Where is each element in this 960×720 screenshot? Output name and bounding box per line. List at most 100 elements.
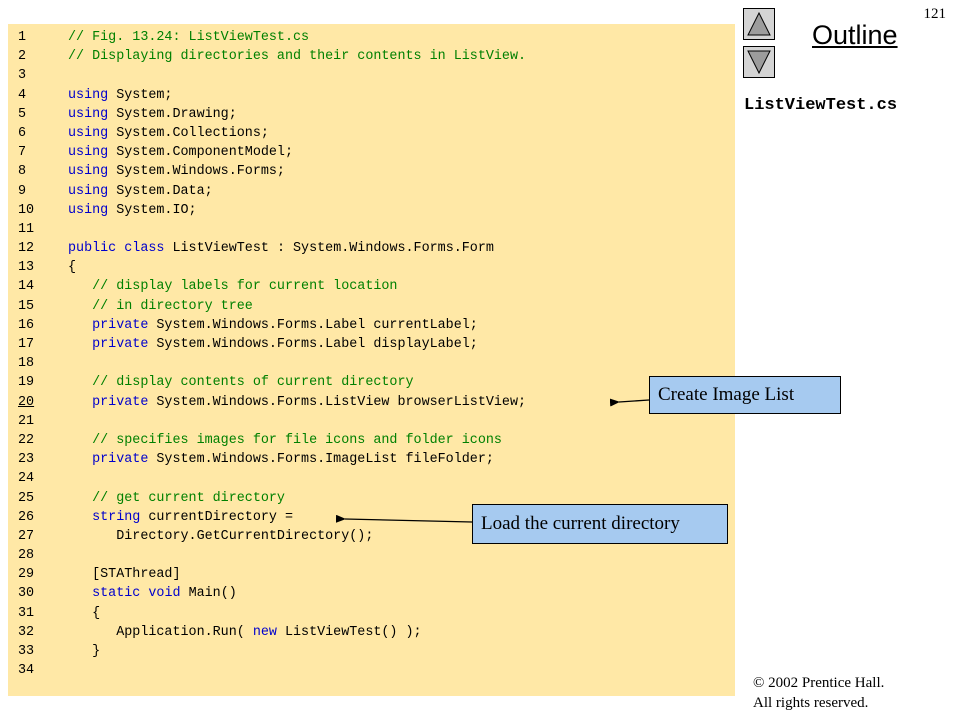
code-token: currentDirectory = [140,509,294,525]
line-number: 1 [18,30,27,45]
code-comment: // in directory tree [92,298,253,314]
code-text: { [48,258,76,277]
line-number: 33 [18,644,35,659]
line-number: 12 [18,241,35,257]
code-token [68,318,92,333]
line-number: 20 [18,394,35,410]
code-line: 2 // Displaying directories and their con… [8,47,526,66]
code-text: Application.Run( new ListViewTest() ); [48,623,421,642]
code-line: 23 private System.Windows.Forms.ImageLis… [8,450,526,469]
code-token [68,491,92,506]
page-number: 121 [923,6,947,22]
previous-slide-button[interactable] [743,8,775,40]
code-line: 15 // in directory tree [8,297,526,316]
code-text: private System.Windows.Forms.Label displ… [48,335,478,354]
code-line: 13{ [8,258,526,277]
code-text: using System; [48,86,172,105]
code-text: using System.Windows.Forms; [48,162,285,181]
code-keyword: private [92,317,149,333]
code-listing-panel: 1 // Fig. 13.24: ListViewTest.cs 2 // Displ… [8,24,735,696]
code-line: 6 using System.Collections; [8,124,526,143]
code-line: 32 Application.Run( new ListViewTest() )… [8,623,526,642]
code-keyword: using [68,164,109,180]
code-line: 30 static void Main() [8,584,526,603]
line-number: 2 [18,49,27,65]
code-text [48,412,68,431]
triangle-up-icon [747,11,771,36]
outline-title[interactable]: Outline [812,20,898,50]
code-text [48,469,68,488]
code-text: // Displaying directories and their cont… [48,47,526,66]
code-text: private System.Windows.Forms.ImageList f… [48,450,494,469]
code-token [68,337,92,352]
code-comment: // Displaying directories and their cont… [68,49,527,65]
code-token: System.Windows.Forms.ListView browserLis… [148,394,527,410]
code-token: System.ComponentModel; [108,145,294,161]
code-keyword: public [68,241,117,257]
line-number: 10 [18,202,35,218]
code-text [48,546,68,565]
code-text: private System.Windows.Forms.ListView br… [48,393,526,412]
line-number: 27 [18,528,35,544]
code-text: // Fig. 13.24: ListViewTest.cs [48,28,309,47]
code-token [68,510,92,525]
code-token [68,586,92,601]
code-keyword: private [92,394,149,410]
code-line: 17 private System.Windows.Forms.Label di… [8,335,526,354]
line-number: 8 [18,164,27,180]
line-number: 16 [18,317,35,333]
next-slide-button[interactable] [743,46,775,78]
code-keyword: using [68,183,109,199]
code-token: System.Collections; [108,125,269,141]
code-line: 21 [8,412,526,431]
code-line: 28 [8,546,526,565]
code-line: 29 [STAThread] [8,565,526,584]
code-text [48,354,68,373]
code-text: Directory.GetCurrentDirectory(); [48,527,373,546]
code-comment: // display contents of current directory [92,375,414,391]
code-line: 4 using System; [8,86,526,105]
code-token: System.IO; [108,202,197,218]
code-line: 3 [8,66,526,85]
code-line: 31 { [8,604,526,623]
code-lines: 1 // Fig. 13.24: ListViewTest.cs 2 // Displ… [8,28,526,680]
code-text [48,66,68,85]
code-token: System.Windows.Forms.Label currentLabel; [148,317,478,333]
code-line: 14 // display labels for current locatio… [8,277,526,296]
line-number: 4 [18,87,27,103]
line-number: 15 [18,298,35,314]
code-text: } [48,642,100,661]
code-keyword: private [92,337,149,352]
code-line: 20 private System.Windows.Forms.ListView… [8,393,526,412]
code-text: [STAThread] [48,565,180,584]
code-keyword: using [68,145,109,161]
code-line: 22 // specifies images for file icons an… [8,431,526,450]
code-token: ListViewTest : System.Windows.Forms.Form [164,241,494,257]
code-token: Main() [180,586,237,602]
code-line: 18 [8,354,526,373]
line-number: 7 [18,145,27,161]
code-comment: // Fig. 13.24: ListViewTest.cs [68,30,310,45]
line-number: 31 [18,605,35,621]
line-number: 29 [18,567,35,583]
line-number: 6 [18,125,27,141]
code-line: 27 Directory.GetCurrentDirectory(); [8,527,526,546]
code-token: { [68,605,101,621]
line-number: 24 [18,471,35,487]
code-comment: // display labels for current location [92,279,398,295]
line-number: 18 [18,356,35,372]
code-text: using System.Collections; [48,124,269,143]
code-keyword: using [68,125,109,141]
code-keyword: private [92,452,149,468]
line-number: 25 [18,490,35,506]
code-token [68,375,92,390]
code-token [68,452,92,467]
code-text: using System.Data; [48,182,213,201]
line-number: 30 [18,586,35,602]
triangle-down-icon [747,50,771,75]
code-keyword: string [92,509,141,525]
line-number: 5 [18,106,27,122]
code-token: System.Windows.Forms.Label displayLabel; [148,337,478,352]
code-token: System; [108,87,173,103]
